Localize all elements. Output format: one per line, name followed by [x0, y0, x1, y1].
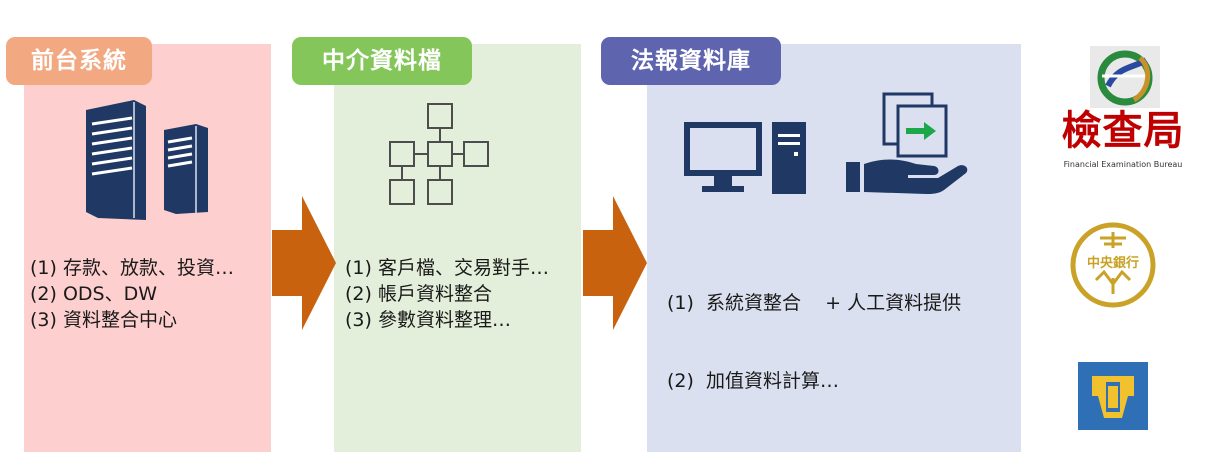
list-item: (2) 帳戶資料整合 — [345, 283, 492, 305]
stage-items-intermediate: (1) 客戶檔、交易對手… (2) 帳戶資料整合 (3) 參數資料整理… — [345, 255, 549, 333]
central-bank-name: 中央銀行 — [1086, 256, 1139, 271]
blue-emblem-logo — [1078, 362, 1148, 430]
desktop-computer-icon — [684, 120, 808, 196]
list-item: (1) 客戶檔、交易對手… — [345, 257, 549, 279]
stage-panel-intermediate — [334, 44, 581, 452]
list-item: (2) 加值資料計算… — [667, 370, 839, 392]
flow-arrow-2 — [583, 196, 647, 330]
list-item: (1) 系統資整合 + 人工資料提供 — [667, 292, 962, 314]
bureau-name: 檢查局 — [1061, 107, 1185, 154]
document-handover-icon — [846, 92, 970, 196]
list-item: (1) 存款、放款、投資… — [30, 257, 234, 279]
list-item: (3) 資料整合中心 — [30, 309, 177, 331]
stage-title-frontend: 前台系統 — [6, 37, 152, 85]
financial-examination-bureau-logo: 檢查局 Financial Examination Bureau — [1050, 44, 1196, 180]
stage-title-regulatory-db: 法報資料庫 — [601, 37, 781, 85]
central-bank-seal-icon — [1070, 222, 1156, 308]
flow-arrow-1 — [272, 196, 336, 330]
list-item: (2) ODS、DW — [30, 283, 158, 305]
blue-emblem-icon — [1078, 362, 1148, 430]
central-bank-logo: 中央銀行 — [1068, 220, 1158, 310]
fsc-emblem-icon — [1090, 46, 1160, 108]
stage-items-frontend: (1) 存款、放款、投資… (2) ODS、DW (3) 資料整合中心 — [30, 255, 234, 333]
stage-items-regulatory-db: (1) 系統資整合 + 人工資料提供 (2) 加值資料計算… — [667, 238, 961, 420]
server-towers-icon — [86, 100, 210, 220]
stage-panel-regulatory-db — [647, 44, 1021, 452]
bureau-subtitle: Financial Examination Bureau — [1063, 160, 1183, 169]
stage-title-intermediate: 中介資料檔 — [292, 37, 472, 85]
stage-panel-frontend — [24, 44, 271, 452]
data-structure-icon — [386, 102, 492, 206]
list-item: (3) 參數資料整理… — [345, 309, 511, 331]
